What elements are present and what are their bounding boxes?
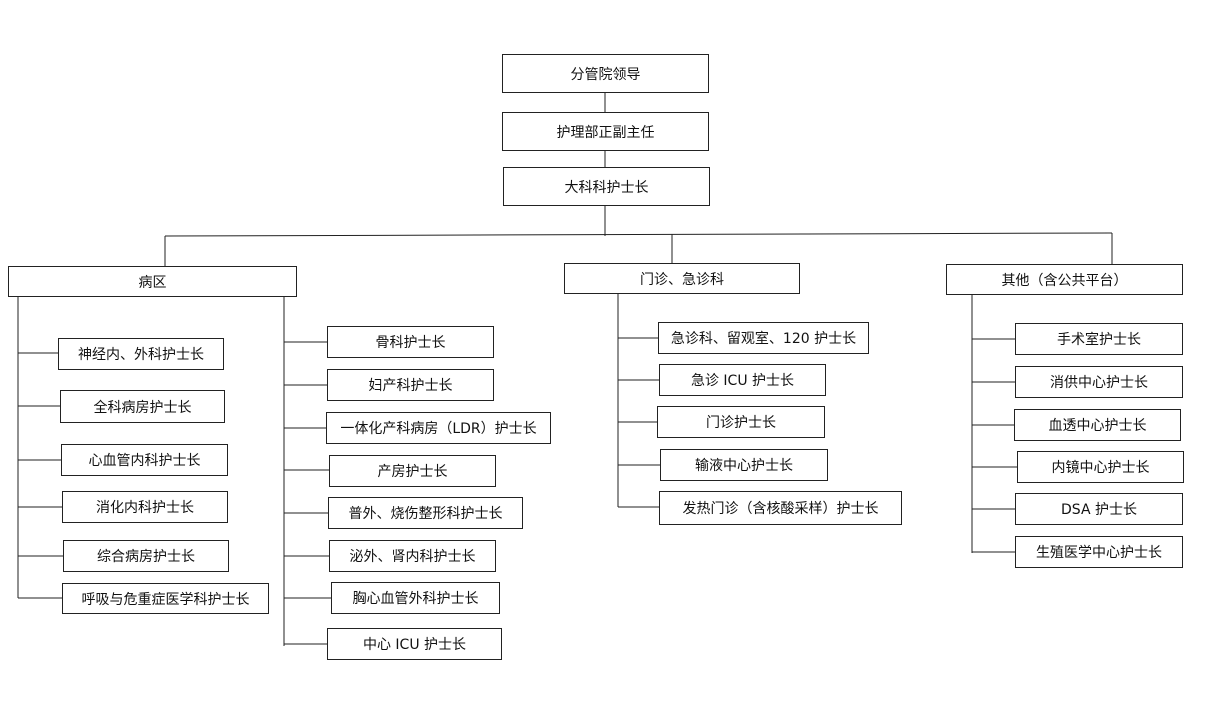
other-item: 血透中心护士长 [1014,409,1181,441]
outpatient-item: 急诊科、留观室、120 护士长 [658,322,869,354]
ward-item: 综合病房护士长 [63,540,229,572]
ward-item: 骨科护士长 [327,326,494,358]
ward-item: 全科病房护士长 [60,390,225,423]
ward-item: 中心 ICU 护士长 [327,628,502,660]
ward-item: 一体化产科病房（LDR）护士长 [326,412,551,444]
other-branch-box: 其他（含公共平台） [946,264,1183,295]
nursing-director-box: 护理部正副主任 [502,112,709,151]
other-item: 生殖医学中心护士长 [1015,536,1183,568]
ward-item: 呼吸与危重症医学科护士长 [62,583,269,614]
outpatient-item: 发热门诊（含核酸采样）护士长 [659,491,902,525]
outpatient-branch-box: 门诊、急诊科 [564,263,800,294]
outpatient-item: 门诊护士长 [657,406,825,438]
ward-item: 神经内、外科护士长 [58,338,224,370]
ward-item: 产房护士长 [329,455,496,487]
ward-branch-box: 病区 [8,266,297,297]
ward-item: 胸心血管外科护士长 [331,582,500,614]
ward-item: 心血管内科护士长 [61,444,228,476]
dept-head-nurse-box: 大科科护士长 [503,167,710,206]
other-item: 手术室护士长 [1015,323,1183,355]
other-item: 消供中心护士长 [1015,366,1183,398]
outpatient-item: 急诊 ICU 护士长 [659,364,826,396]
other-item: 内镜中心护士长 [1017,451,1184,483]
ward-item: 普外、烧伤整形科护士长 [328,497,523,529]
leader-box: 分管院领导 [502,54,709,93]
ward-item: 消化内科护士长 [62,491,228,523]
other-item: DSA 护士长 [1015,493,1183,525]
outpatient-item: 输液中心护士长 [660,449,828,481]
ward-item: 妇产科护士长 [327,369,494,401]
ward-item: 泌外、肾内科护士长 [329,540,496,572]
